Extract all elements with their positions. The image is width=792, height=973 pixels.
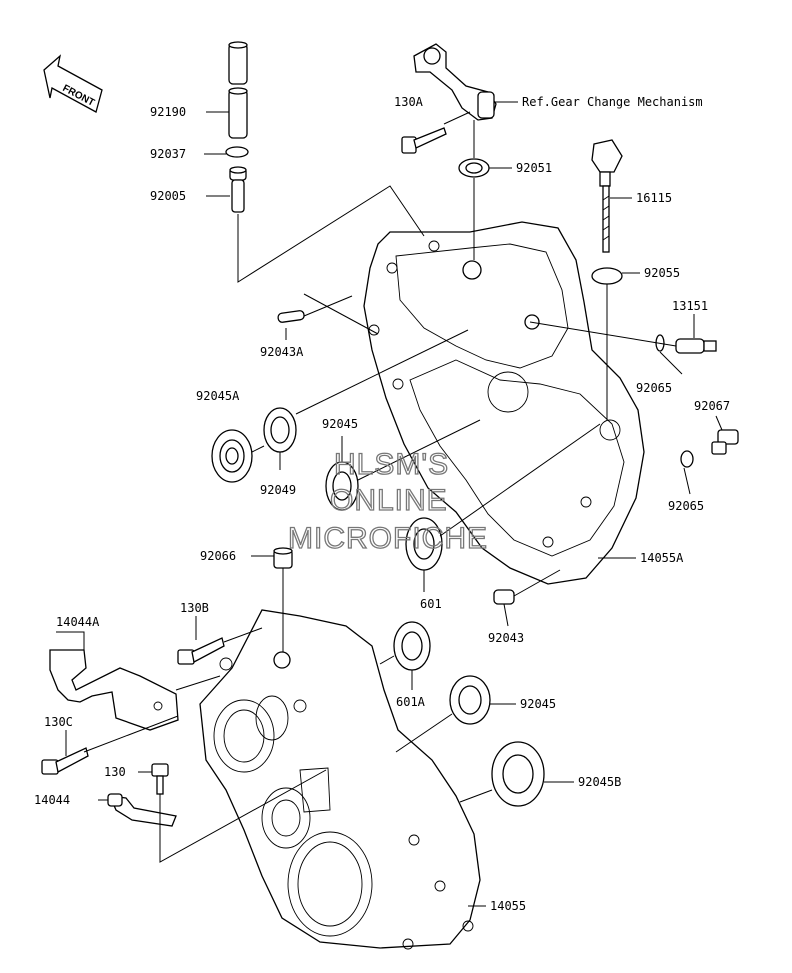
part-label-92043A: 92043A [260,345,304,359]
part-label-92043: 92043 [488,631,524,645]
seal-92051-part [458,158,490,178]
bearing-92045-lower-part [449,675,491,725]
leader-lines [56,101,723,907]
bolt-130A-part [401,127,447,154]
seal-92049-part [263,407,297,453]
bearing-601A-part [393,621,431,671]
upper-case-14055A-part [363,221,645,585]
lower-case-14055-part [199,609,481,950]
part-label-14055: 14055 [490,899,526,913]
part-label-92045-lower: 92045 [520,697,556,711]
reference-note: Ref.Gear Change Mechanism [522,95,703,109]
part-label-92049: 92049 [260,483,296,497]
part-label-92051: 92051 [516,161,552,175]
dipstick-16115-part [591,139,623,253]
part-label-92190: 92190 [150,105,186,119]
part-label-130B: 130B [180,601,209,615]
part-label-92045B: 92045B [578,775,621,789]
watermark-line-2: ONLINE [330,484,448,517]
shift-lever-part [413,43,497,121]
fitting-92005-part [229,166,247,213]
part-label-130C: 130C [44,715,73,729]
watermark-line-1: HLSM'S [334,448,449,481]
part-label-92066: 92066 [200,549,236,563]
clip-92037-part [225,146,249,158]
part-label-14044A: 14044A [56,615,100,629]
part-labels: 92190 92037 92005 130A 92051 16115 92055… [34,95,730,913]
part-label-92067: 92067 [694,399,730,413]
bolt-130B-part [177,637,225,665]
part-label-14044: 14044 [34,793,70,807]
part-label-601: 601 [420,597,442,611]
part-label-601A: 601A [396,695,426,709]
part-label-13151: 13151 [672,299,708,313]
pin-92043-part [493,589,515,605]
part-label-130: 130 [104,765,126,779]
part-label-92045A: 92045A [196,389,240,403]
bearing-92045A-part [211,429,253,483]
part-label-92065-upper: 92065 [636,381,672,395]
part-label-92065-lower: 92065 [668,499,704,513]
bolt-130-part [151,763,169,795]
bearing-601-part [405,517,443,571]
part-label-130A: 130A [394,95,424,109]
sleeve-92066-part [273,547,293,569]
watermark: HLSM'S ONLINE MICROFICHE [287,447,488,555]
part-label-16115: 16115 [636,191,672,205]
part-label-92005: 92005 [150,189,186,203]
pin-92043A-part [277,310,305,323]
part-label-92037: 92037 [150,147,186,161]
pipe-92190-part [228,41,248,139]
plug-92067-part [711,429,739,455]
washer-92065-lower-part [680,450,694,468]
oring-92055-part [591,267,623,285]
plate-14044-part [107,793,177,827]
breather-13151-part [675,338,717,354]
part-label-92055: 92055 [644,266,680,280]
bolt-130C-part [41,747,89,775]
watermark-line-3: MICROFICHE [288,522,488,555]
part-label-92045-upper: 92045 [322,417,358,431]
bearing-92045-upper-part [325,461,359,511]
bracket-14044A-part [49,649,179,731]
front-arrow-icon: FRONT [43,54,103,113]
part-label-14055A: 14055A [640,551,684,565]
bearing-92045B-part [491,741,545,807]
